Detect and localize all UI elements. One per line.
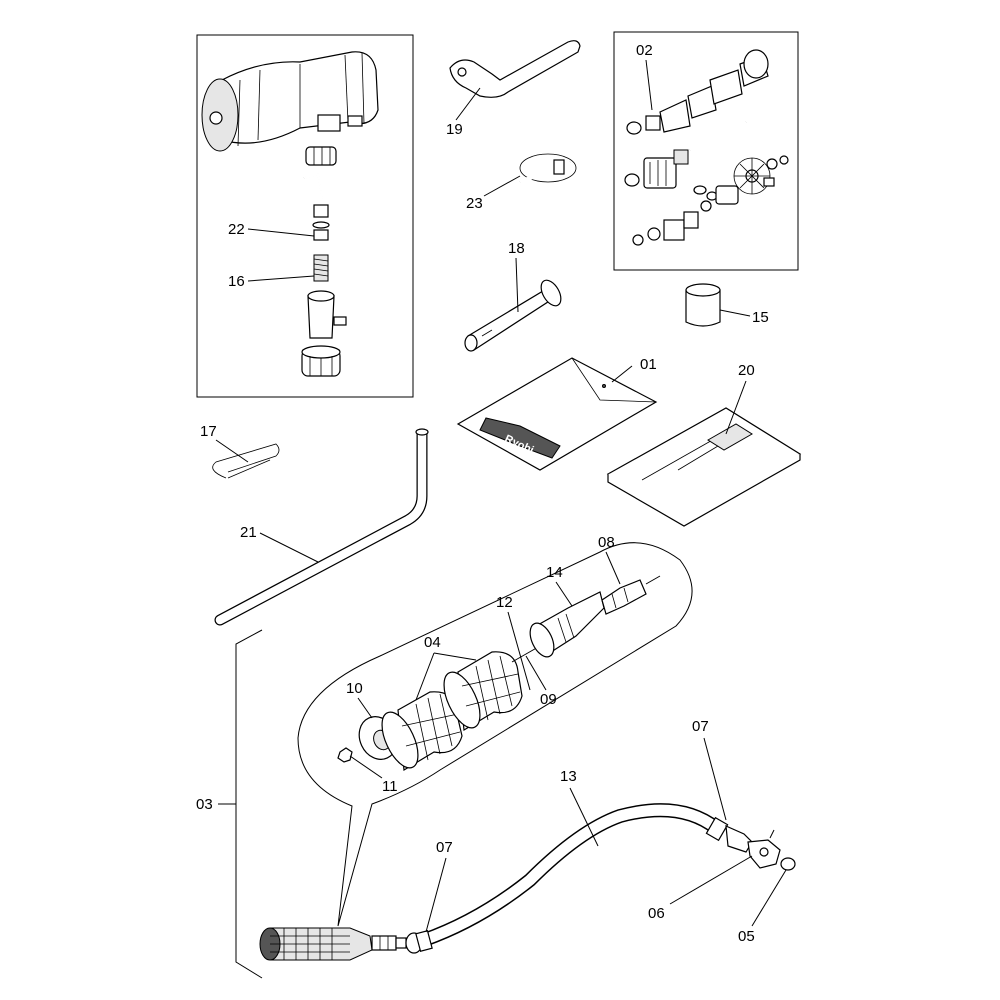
label-15: 15 <box>752 309 769 326</box>
part-07-clamp-top: 07 <box>692 718 727 821</box>
label-23: 23 <box>466 195 483 212</box>
spring-illustration <box>313 254 329 282</box>
part-19-wrench: 19 <box>446 40 581 138</box>
label-18: 18 <box>508 240 525 257</box>
label-01: 01 <box>640 356 657 373</box>
part-05-ring: 05 <box>738 857 796 945</box>
label-16: 16 <box>228 273 245 290</box>
spray-head-illustration <box>201 51 379 152</box>
label-22: 22 <box>228 221 245 238</box>
part-20-booklet: 20 <box>606 362 802 527</box>
label-09: 09 <box>540 691 557 708</box>
filter-assembly <box>259 927 423 961</box>
part-07-clamp-bottom: 07 <box>425 839 453 933</box>
label-13: 13 <box>560 768 577 785</box>
part-18-pin: 18 <box>464 240 562 352</box>
filter-screen-1 <box>381 691 463 772</box>
part-06-connector: 06 <box>648 825 781 922</box>
label-10: 10 <box>346 680 363 697</box>
label-07-bottom: 07 <box>436 839 453 856</box>
part-23-clip: 23 <box>466 153 577 212</box>
part-03-bracket: 03 <box>196 629 263 979</box>
label-21: 21 <box>240 524 257 541</box>
label-20: 20 <box>738 362 755 379</box>
label-06: 06 <box>648 905 665 922</box>
part-15-sleeve: 15 <box>685 283 769 327</box>
label-14: 14 <box>546 564 563 581</box>
detail-box-nozzle-parts: 02 <box>613 31 799 271</box>
label-11: 11 <box>382 778 398 795</box>
label-07-top: 07 <box>692 718 709 735</box>
callout-bubble-filter-parts: 08 14 12 04 10 09 11 <box>297 534 693 927</box>
part-17-cotter-pin: 17 <box>200 423 280 479</box>
label-08: 08 <box>598 534 615 551</box>
label-12: 12 <box>496 594 513 611</box>
filter-screen-2 <box>443 651 523 731</box>
part-21-rod: 21 <box>214 428 429 626</box>
label-02: 02 <box>636 42 653 59</box>
detail-box-spray-head: 22 16 <box>196 34 414 398</box>
label-17: 17 <box>200 423 217 440</box>
part-01-manual: Ryobi 01 <box>456 356 658 471</box>
label-03: 03 <box>196 796 213 813</box>
part-13-hose: 13 <box>415 768 729 952</box>
label-19: 19 <box>446 121 463 138</box>
brand-logo <box>479 417 561 459</box>
label-04: 04 <box>424 634 441 651</box>
label-05: 05 <box>738 928 755 945</box>
nut-illustration <box>305 146 337 166</box>
